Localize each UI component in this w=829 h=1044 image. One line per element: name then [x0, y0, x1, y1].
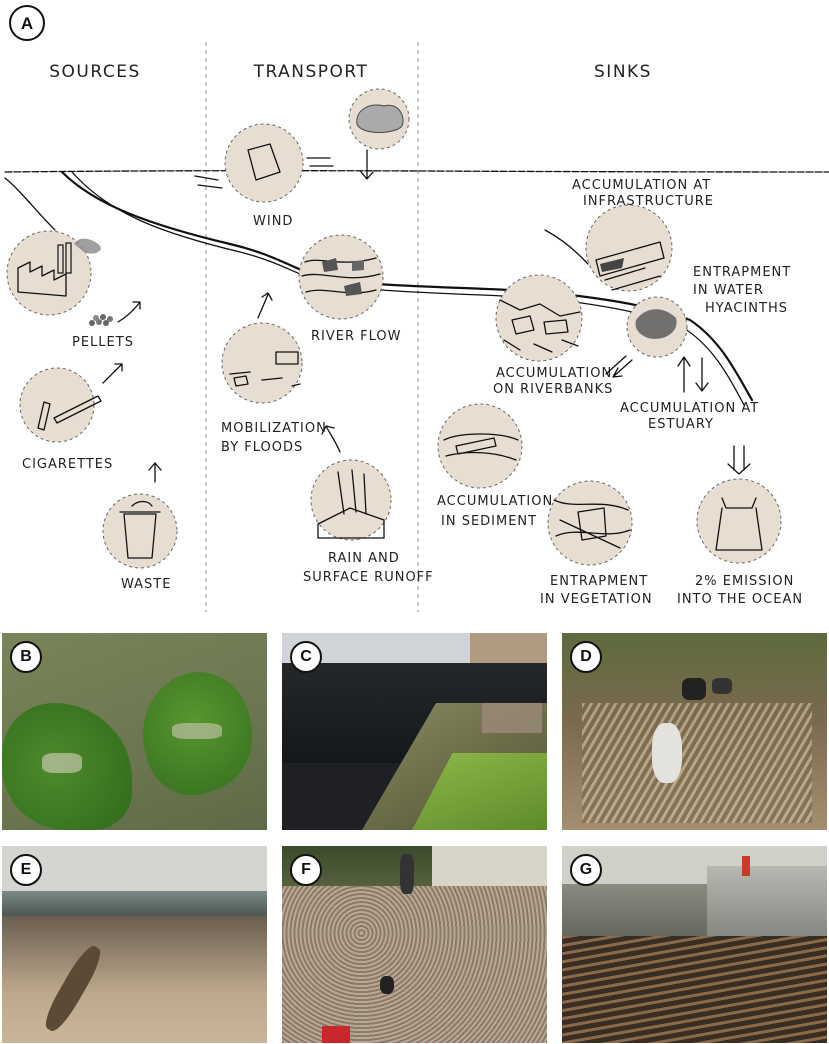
arrow-estuary-down	[695, 357, 709, 392]
waste-bubble	[102, 493, 178, 569]
arrow-rain-up	[321, 425, 341, 453]
cigarette-icon	[53, 395, 102, 424]
pellets-icon	[89, 314, 113, 326]
column-title-sinks: SINKS	[594, 62, 652, 82]
cloud-icon	[356, 104, 404, 133]
photo-label-d: D	[570, 641, 602, 673]
label-vegetation-2: IN VEGETATION	[540, 592, 653, 607]
plastic-bag-icon	[577, 507, 607, 541]
rain-runoff-bubble	[310, 459, 392, 541]
label-sediment-2: IN SEDIMENT	[441, 514, 537, 529]
hyacinth-bubble	[626, 296, 688, 358]
river-flow-bubble	[298, 234, 384, 320]
plastic-bag-white	[652, 723, 682, 783]
label-riverbanks-1: ACCUMULATION	[496, 366, 612, 381]
weir-icon	[595, 241, 665, 277]
photo-panel-d: D	[562, 633, 827, 830]
sources-transport-sinks-diagram: A SOURCES TRANSPORT SINKS PELLETS CIGARE…	[4, 5, 829, 612]
label-sediment-1: ACCUMULATION	[437, 494, 553, 509]
sediment-bubble	[437, 403, 523, 489]
label-rain-2: SURFACE RUNOFF	[303, 570, 434, 585]
wind-bubble	[194, 123, 334, 203]
photo-panel-f: F	[282, 846, 547, 1043]
label-waste: WASTE	[121, 577, 171, 592]
rain-lines-icon	[337, 469, 367, 515]
panel-a-letter: A	[21, 14, 33, 33]
column-title-sources: SOURCES	[49, 62, 140, 82]
label-estuary-2: ESTUARY	[648, 417, 714, 432]
label-estuary-1: ACCUMULATION AT	[620, 401, 759, 416]
cigarette-butt-icon	[37, 401, 51, 431]
photo-panel-b: B	[2, 633, 267, 830]
arrow-rain-down	[360, 149, 374, 180]
cloud-bubble	[348, 88, 410, 150]
panel-a-badge: A	[9, 5, 45, 41]
label-ocean-2: INTO THE OCEAN	[677, 592, 803, 607]
cigarette-bubble	[19, 367, 102, 443]
debris-icon	[511, 315, 569, 335]
photo-panel-c: C	[282, 633, 547, 830]
label-infrastructure-1: ACCUMULATION AT	[572, 178, 711, 193]
label-river-flow: RIVER FLOW	[311, 329, 401, 344]
riverbanks-bubble	[495, 274, 583, 362]
arrow-estuary-up	[677, 356, 691, 393]
label-mobilization-2: BY FLOODS	[221, 440, 303, 455]
plastic-bag-icon	[247, 143, 281, 181]
photo-label-g: G	[570, 854, 602, 886]
label-pellets: PELLETS	[72, 335, 134, 350]
arrow-pellets	[117, 301, 141, 323]
arrow-waste	[148, 462, 162, 483]
photo-label-b: B	[10, 641, 42, 673]
label-hyacinth-2: IN WATER	[693, 283, 764, 298]
plastic-bag-icon	[715, 497, 763, 551]
label-hyacinth-3: HYACINTHS	[705, 301, 788, 316]
horizon-line	[4, 170, 829, 173]
arrow-to-ocean	[727, 445, 751, 475]
photo-label-c: C	[290, 641, 322, 673]
vegetation-bubble	[547, 480, 633, 566]
arrow-cigarettes	[102, 363, 123, 384]
label-vegetation-1: ENTRAPMENT	[550, 574, 648, 589]
wind-lines-icon	[194, 157, 334, 189]
photo-label-f: F	[290, 854, 322, 886]
label-infrastructure-2: INFRASTRUCTURE	[583, 194, 714, 209]
factory-bubble	[6, 230, 101, 316]
bottle-in-sediment-icon	[455, 437, 497, 455]
photo-label-e: E	[10, 854, 42, 886]
floating-debris	[562, 936, 827, 1043]
person	[400, 854, 414, 894]
photo-panel-e: E	[2, 846, 267, 1043]
trash-bin-icon	[123, 513, 157, 559]
photo-panel-g: G	[562, 846, 827, 1043]
infrastructure-bubble	[585, 204, 673, 292]
mobilization-bubble	[221, 322, 303, 404]
label-rain-1: RAIN AND	[328, 551, 400, 566]
label-ocean-1: 2% EMISSION	[695, 574, 794, 589]
label-riverbanks-2: ON RIVERBANKS	[493, 382, 613, 397]
column-title-transport: TRANSPORT	[253, 62, 369, 82]
ocean-bubble	[696, 478, 782, 564]
label-cigarettes: CIGARETTES	[22, 457, 113, 472]
bank-line	[544, 229, 589, 265]
arrow-to-sediment	[605, 355, 633, 378]
factory-icon	[17, 261, 67, 297]
hyacinth-plant-icon	[635, 309, 677, 339]
arrow-mobilization	[257, 292, 273, 319]
debris-box-icon	[275, 351, 299, 365]
label-hyacinth-1: ENTRAPMENT	[693, 265, 791, 280]
label-wind: WIND	[253, 214, 293, 229]
label-mobilization-1: MOBILIZATION	[221, 421, 327, 436]
